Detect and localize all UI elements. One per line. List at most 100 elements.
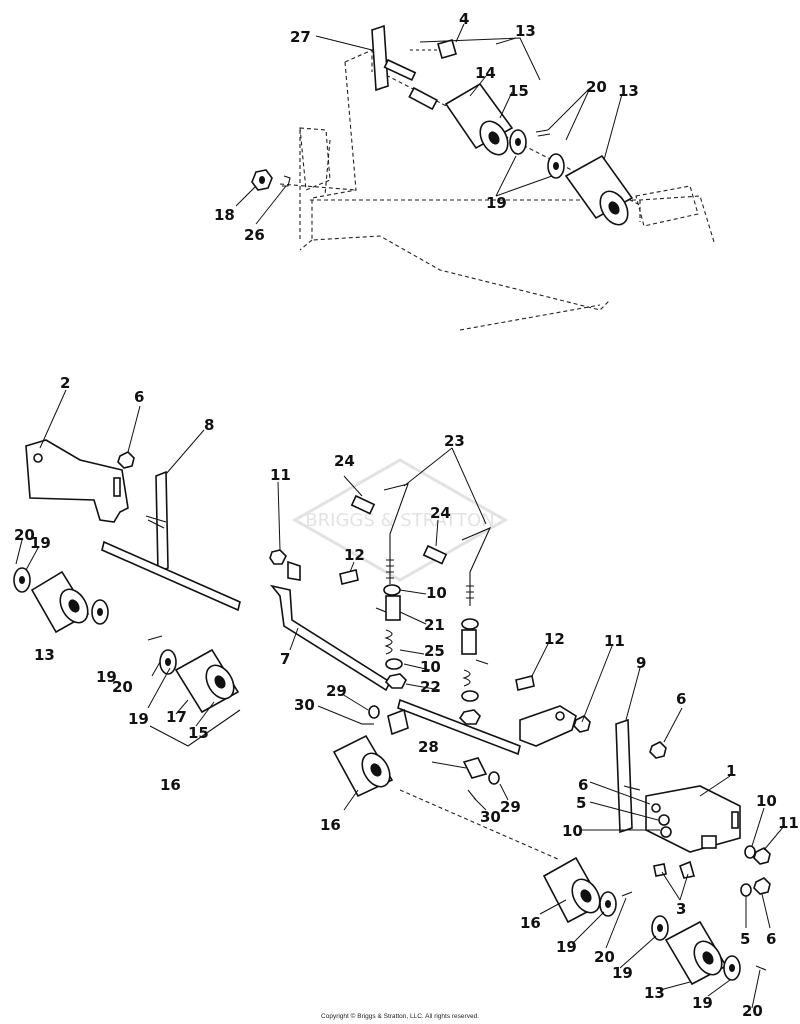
callout-3: 3 [676,900,686,918]
callout-6c: 6 [578,776,588,794]
callout-19e: 19 [556,938,577,956]
callout-16c: 16 [520,914,541,932]
cotter-pin-20b [147,635,163,641]
cotter-pin-20a [535,129,551,137]
plate-2-hole [33,453,43,463]
roller-17 [174,648,240,714]
lever-8 [155,470,169,574]
callout-13-right: 13 [618,82,639,100]
roller-13-left [30,570,90,634]
washer-29a [368,705,380,719]
callout-22: 22 [420,678,441,696]
nut-6c [753,877,771,895]
bolt-4 [437,39,457,59]
center-linkage-assembly [269,483,591,861]
bolt-3a [653,863,667,877]
clevis-28a [387,708,409,736]
bracket-1-slot [731,811,739,829]
axle-bracket-left [299,127,331,191]
bracket-16-lines [149,709,241,747]
callout-30a: 30 [294,696,315,714]
rod-23-right [461,526,492,606]
callout-24b: 24 [430,504,451,522]
washer-10c [461,618,479,630]
callout-19c: 19 [96,668,117,686]
callout-19g: 19 [692,994,713,1012]
callout-12b: 12 [544,630,565,648]
cap-24b [422,544,448,565]
callout-10b: 10 [420,658,441,676]
callout-5a: 5 [576,794,586,812]
leader-lines [15,23,785,1009]
nut-6a [117,451,135,469]
roller-16-lower [542,856,604,924]
callout-13-top: 13 [515,22,536,40]
cotter-pin-20c [621,891,633,897]
callout-24a: 24 [334,452,355,470]
pin-21a [375,607,387,613]
callout-26: 26 [244,226,265,244]
clevis-28b [462,757,488,779]
cross-shaft [101,540,241,612]
spring-25b [462,669,471,687]
callout-20d: 20 [594,948,615,966]
callout-20b: 20 [14,526,35,544]
callout-18: 18 [214,206,235,224]
nut-6b [649,741,667,759]
roller-13-top [564,154,634,226]
rod-long [397,698,521,756]
nut-11a [269,549,287,565]
axle-bracket-right [635,185,699,227]
callout-16b: 16 [320,816,341,834]
plate-2 [25,439,129,523]
pin-21b [475,659,489,665]
callout-7: 7 [280,650,290,668]
callout-19-top: 19 [486,194,507,212]
spacer-21b [461,629,477,655]
callout-25: 25 [424,642,445,660]
washer-10b [385,658,403,670]
lever-9 [615,718,633,834]
bracket-1-hole [651,803,661,813]
rod-7 [269,584,392,692]
callout-29a: 29 [326,682,347,700]
rod-23-left-thread [386,559,394,579]
callout-20-top: 20 [586,78,607,96]
callout-20e: 20 [742,1002,763,1020]
plate-2-slot [113,477,121,497]
rod-bracket-hole [555,711,565,721]
cotter-pin-20d [755,965,767,971]
washer-22b [461,690,479,702]
callout-19d: 19 [128,710,149,728]
washer-19a-hole [515,138,521,146]
spacer [408,86,439,111]
callout-9: 9 [636,654,646,672]
callout-23: 23 [444,432,465,450]
washer-19f-hole [605,900,611,908]
washer-19h-hole [729,964,735,972]
left-linkage-assembly [13,439,241,747]
callout-15-top: 15 [508,82,529,100]
watermark-text: BRIGGS & STRATTON [305,510,494,531]
nut-22a [384,673,407,689]
washer-19g-hole [657,924,663,932]
rod-bracket-right [519,705,577,747]
washer-10a [383,584,401,596]
callout-10a: 10 [426,584,447,602]
bolt-12b [515,675,535,691]
rod-23-left [383,483,409,584]
frame-outline [299,49,715,331]
copyright-notice: Copyright © Briggs & Stratton, LLC. All … [321,1013,479,1020]
callout-15b: 15 [188,724,209,742]
nut-11b [573,715,591,733]
callout-6d: 6 [766,930,776,948]
washer-19e-hole [165,658,171,666]
callout-6b: 6 [676,690,686,708]
callout-4: 4 [459,10,469,28]
callout-6a: 6 [134,388,144,406]
washer-19b-hole [553,162,559,170]
callout-29b: 29 [500,798,521,816]
callout-13-bottom: 13 [644,984,665,1002]
callout-30b: 30 [480,808,501,826]
